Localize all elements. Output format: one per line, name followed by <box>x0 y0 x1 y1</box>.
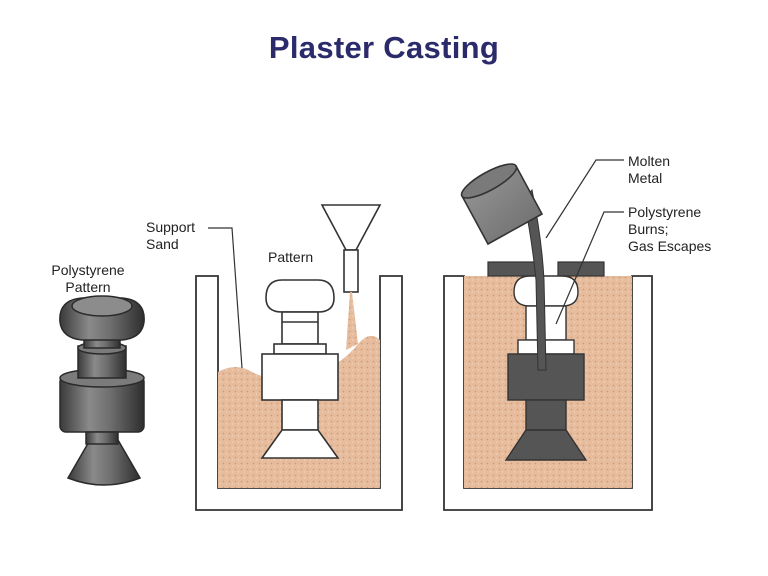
flask-container-middle <box>195 204 403 511</box>
flask-container-right <box>443 163 653 511</box>
label-pattern: Pattern <box>268 249 314 265</box>
polystyrene-pattern-model <box>59 295 145 486</box>
label-support-sand: Support Sand <box>146 219 196 252</box>
pattern-white <box>260 279 340 459</box>
pouring-funnel <box>320 204 382 293</box>
top-plate-left <box>487 261 541 277</box>
leader-lines <box>208 159 624 369</box>
burned-pattern-cavity <box>513 275 579 355</box>
label-polystyrene-pattern: Polystyrene Pattern <box>51 262 125 295</box>
leader-polystyrene-burns <box>555 211 624 325</box>
ladle <box>460 163 544 246</box>
label-molten-metal: Molten Metal <box>628 153 671 186</box>
label-polystyrene-burns: Polystyrene Burns; Gas Escapes <box>628 204 712 254</box>
leader-support-sand <box>208 227 243 369</box>
page-title: Plaster Casting <box>268 30 500 65</box>
leader-molten-metal <box>545 159 624 239</box>
top-plate-right <box>557 261 605 277</box>
